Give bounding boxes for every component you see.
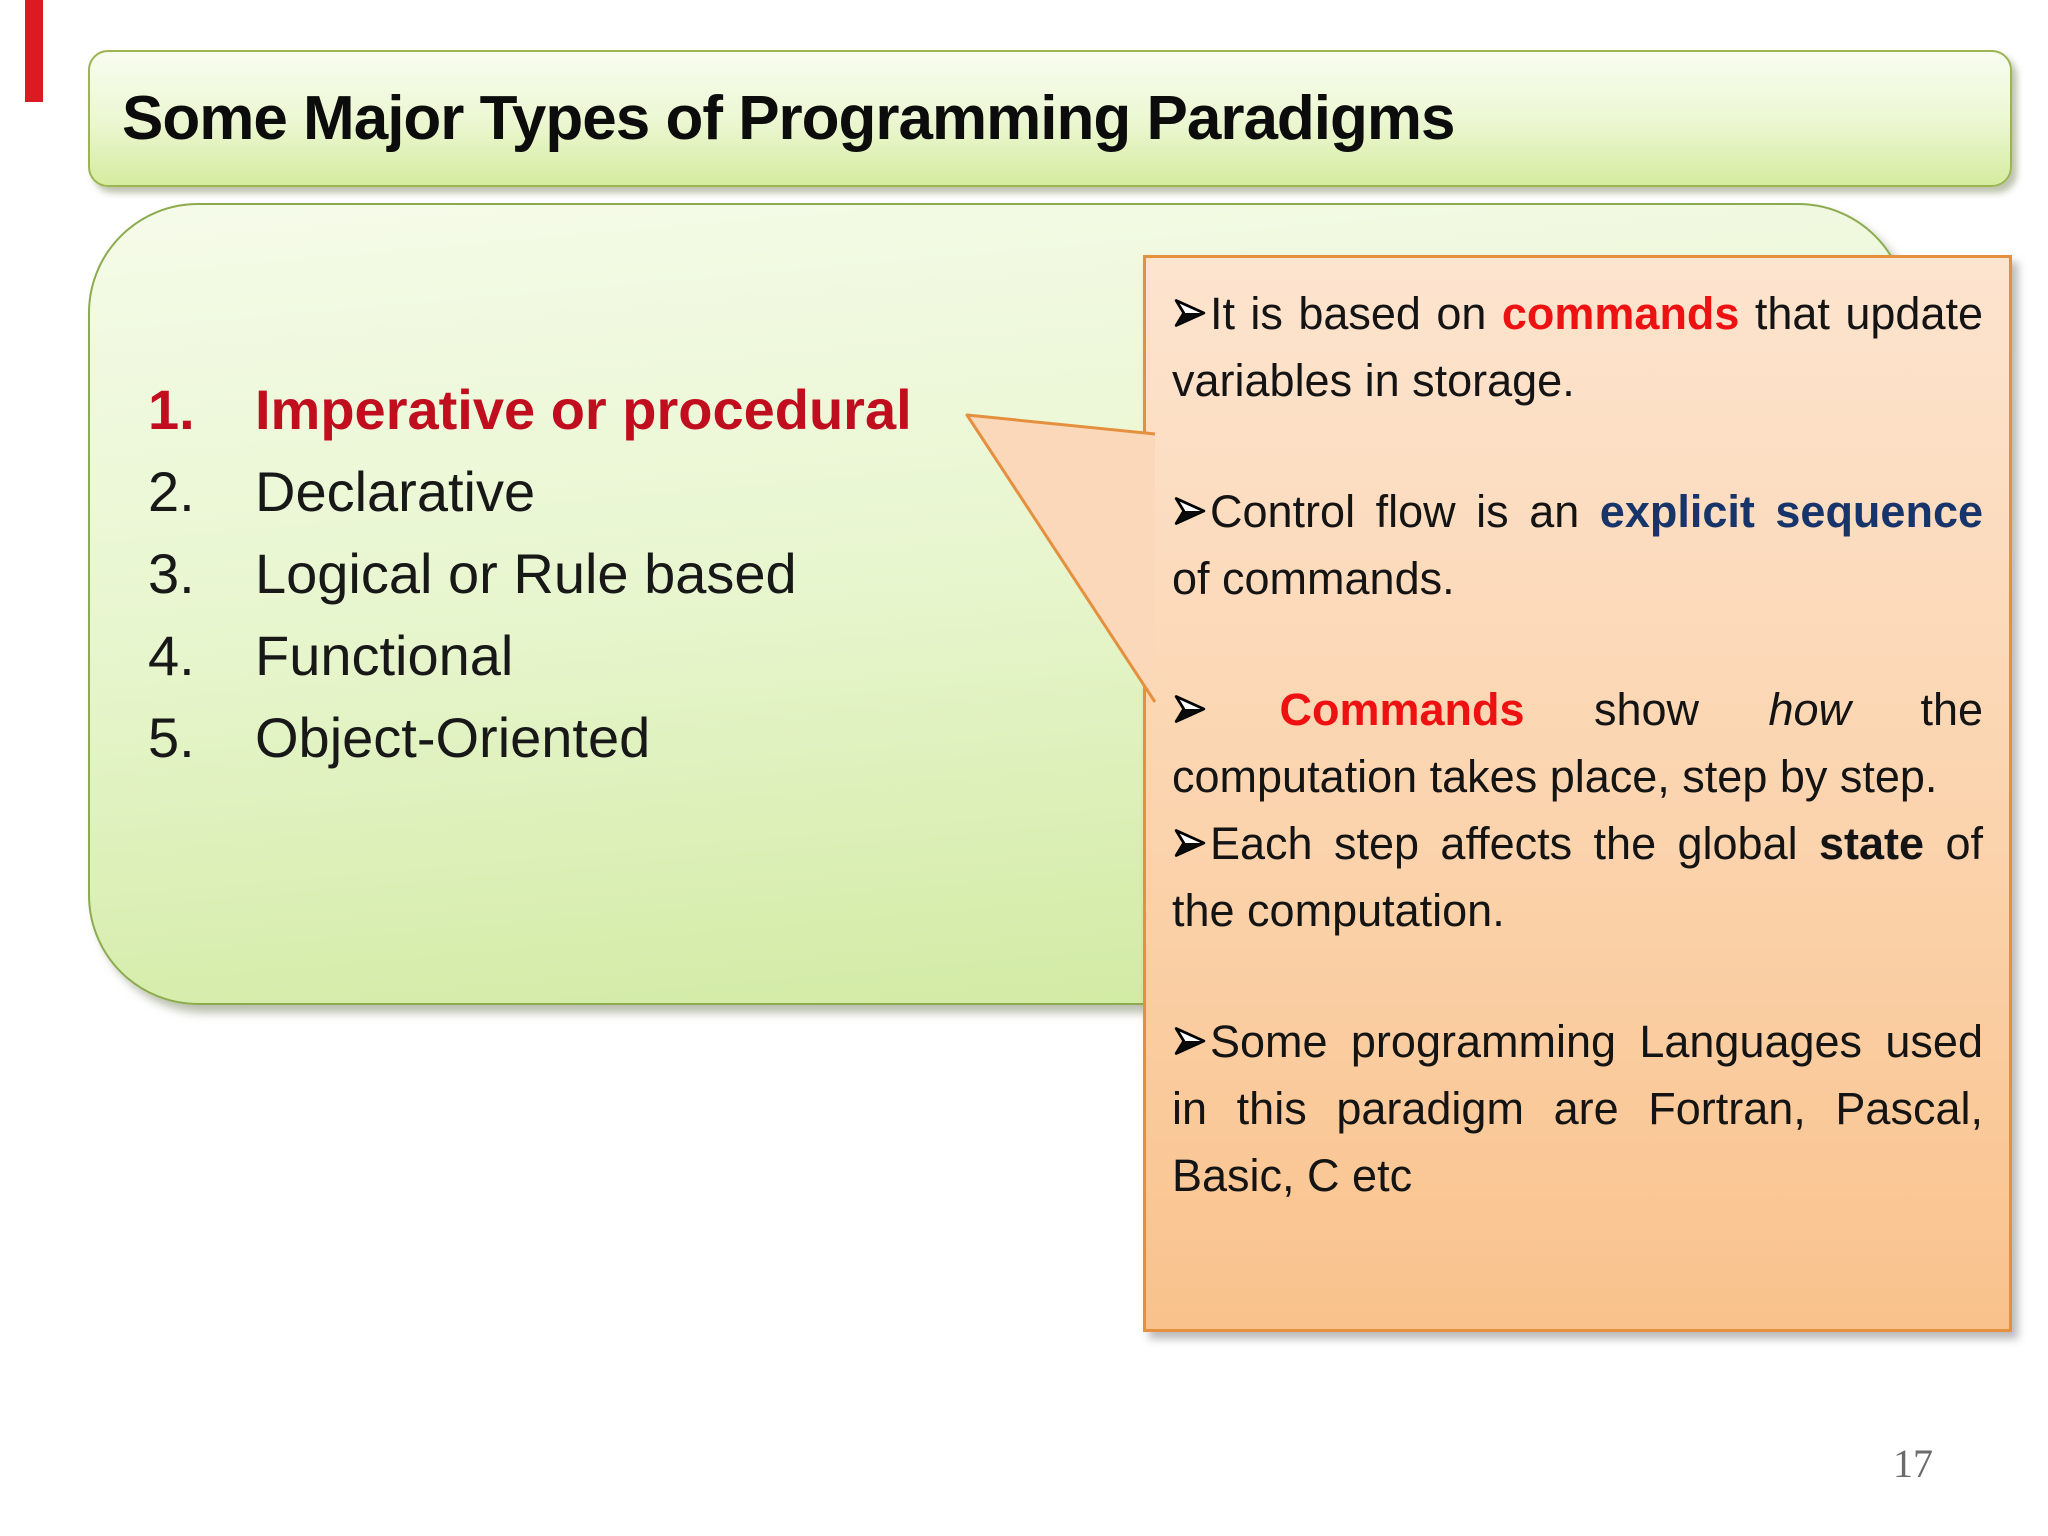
arrow-bullet-icon — [1174, 497, 1206, 525]
list-item-number: 5. — [148, 706, 195, 769]
callout-text-segment: explicit sequence — [1599, 486, 1983, 537]
paradigm-list-item: 2. Declarative — [148, 451, 912, 533]
callout-text-segment: It is based on — [1210, 288, 1502, 339]
list-item-number: 2. — [148, 460, 195, 523]
paradigm-list-item: 4. Functional — [148, 615, 912, 697]
callout-paragraph: Some programming Languages used in this … — [1172, 1008, 1983, 1209]
list-item-label: Imperative or procedural — [255, 378, 912, 441]
callout-paragraph: Commands show how the computation takes … — [1172, 676, 1983, 810]
paragraph-spacer — [1172, 414, 1983, 478]
callout-pointer — [965, 413, 1157, 703]
callout-panel: It is based on commands that update vari… — [1143, 255, 2012, 1332]
list-item-label: Functional — [255, 624, 514, 687]
callout-text-segment: commands — [1501, 288, 1740, 339]
list-item-number: 4. — [148, 624, 195, 687]
paragraph-spacer — [1172, 944, 1983, 1008]
callout-text-segment: Each step affects the global — [1210, 818, 1819, 869]
callout-text-segment: Commands — [1279, 684, 1525, 735]
callout-paragraph: It is based on commands that update vari… — [1172, 280, 1983, 414]
arrow-bullet-icon — [1174, 829, 1206, 857]
callout-text-segment: of commands. — [1172, 553, 1455, 604]
callout-paragraph: Each step affects the global state of th… — [1172, 810, 1983, 944]
page-title: Some Major Types of Programming Paradigm… — [122, 84, 1456, 153]
callout-text-segment: how — [1768, 684, 1851, 735]
paradigm-list-item: 5. Object-Oriented — [148, 697, 912, 779]
callout-text-segment — [1210, 684, 1279, 735]
arrow-bullet-icon — [1174, 695, 1206, 723]
callout-text-segment: Control flow is an — [1210, 486, 1600, 537]
paragraph-spacer — [1172, 612, 1983, 676]
list-item-number: 3. — [148, 542, 195, 605]
arrow-bullet-icon — [1174, 299, 1206, 327]
paradigm-list-item: 3. Logical or Rule based — [148, 533, 912, 615]
callout-content: It is based on commands that update vari… — [1172, 280, 1983, 1209]
list-item-label: Object-Oriented — [255, 706, 651, 769]
arrow-bullet-icon — [1174, 1027, 1206, 1055]
list-item-number: 1. — [148, 378, 195, 441]
callout-text-segment: the computation takes place, step by ste… — [1172, 684, 1983, 802]
callout-text-segment: state — [1819, 818, 1925, 869]
paradigm-list: 1. Imperative or procedural 2. Declarative 3… — [148, 369, 912, 779]
callout-text-segment: show — [1524, 684, 1769, 735]
title-banner: Some Major Types of Programming Paradigm… — [88, 50, 2012, 187]
red-corner-mark — [25, 0, 43, 102]
paradigm-list-item: 1. Imperative or procedural — [148, 369, 912, 451]
callout-paragraph: Control flow is an explicit sequence of … — [1172, 478, 1983, 612]
callout-text-segment: that update variables in storage. — [1172, 288, 1983, 406]
callout-text-segment: of the computation. — [1172, 818, 1983, 936]
page-number: 17 — [1893, 1441, 1933, 1486]
list-item-label: Declarative — [255, 460, 536, 523]
list-item-label: Logical or Rule based — [255, 542, 797, 605]
callout-text-segment: Some programming Languages used in this … — [1172, 1016, 1983, 1201]
